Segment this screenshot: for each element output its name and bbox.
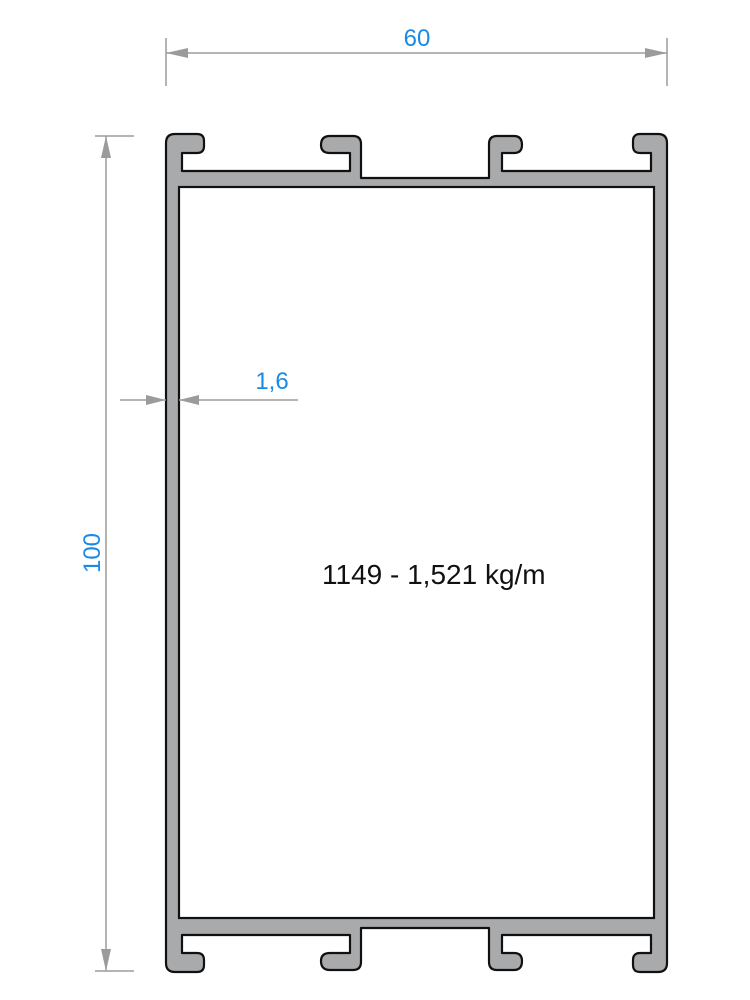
width-arrow-right	[645, 48, 667, 58]
wall-thickness-dimension: 1,6	[120, 368, 298, 405]
profile-inner-cavity	[177, 185, 656, 920]
thickness-arrow-left	[146, 395, 166, 405]
height-arrow-top	[101, 136, 111, 158]
profile-label: 1149 - 1,521 kg/m	[322, 559, 546, 590]
width-arrow-left	[166, 48, 188, 58]
thickness-arrow-right	[179, 395, 199, 405]
height-arrow-bottom	[101, 949, 111, 971]
width-dimension: 60	[165, 25, 668, 86]
height-dimension-text: 100	[79, 533, 106, 573]
wall-thickness-text: 1,6	[255, 368, 288, 395]
height-dimension: 100	[79, 135, 134, 972]
width-dimension-text: 60	[404, 25, 431, 52]
profile-cross-section	[164, 132, 669, 974]
